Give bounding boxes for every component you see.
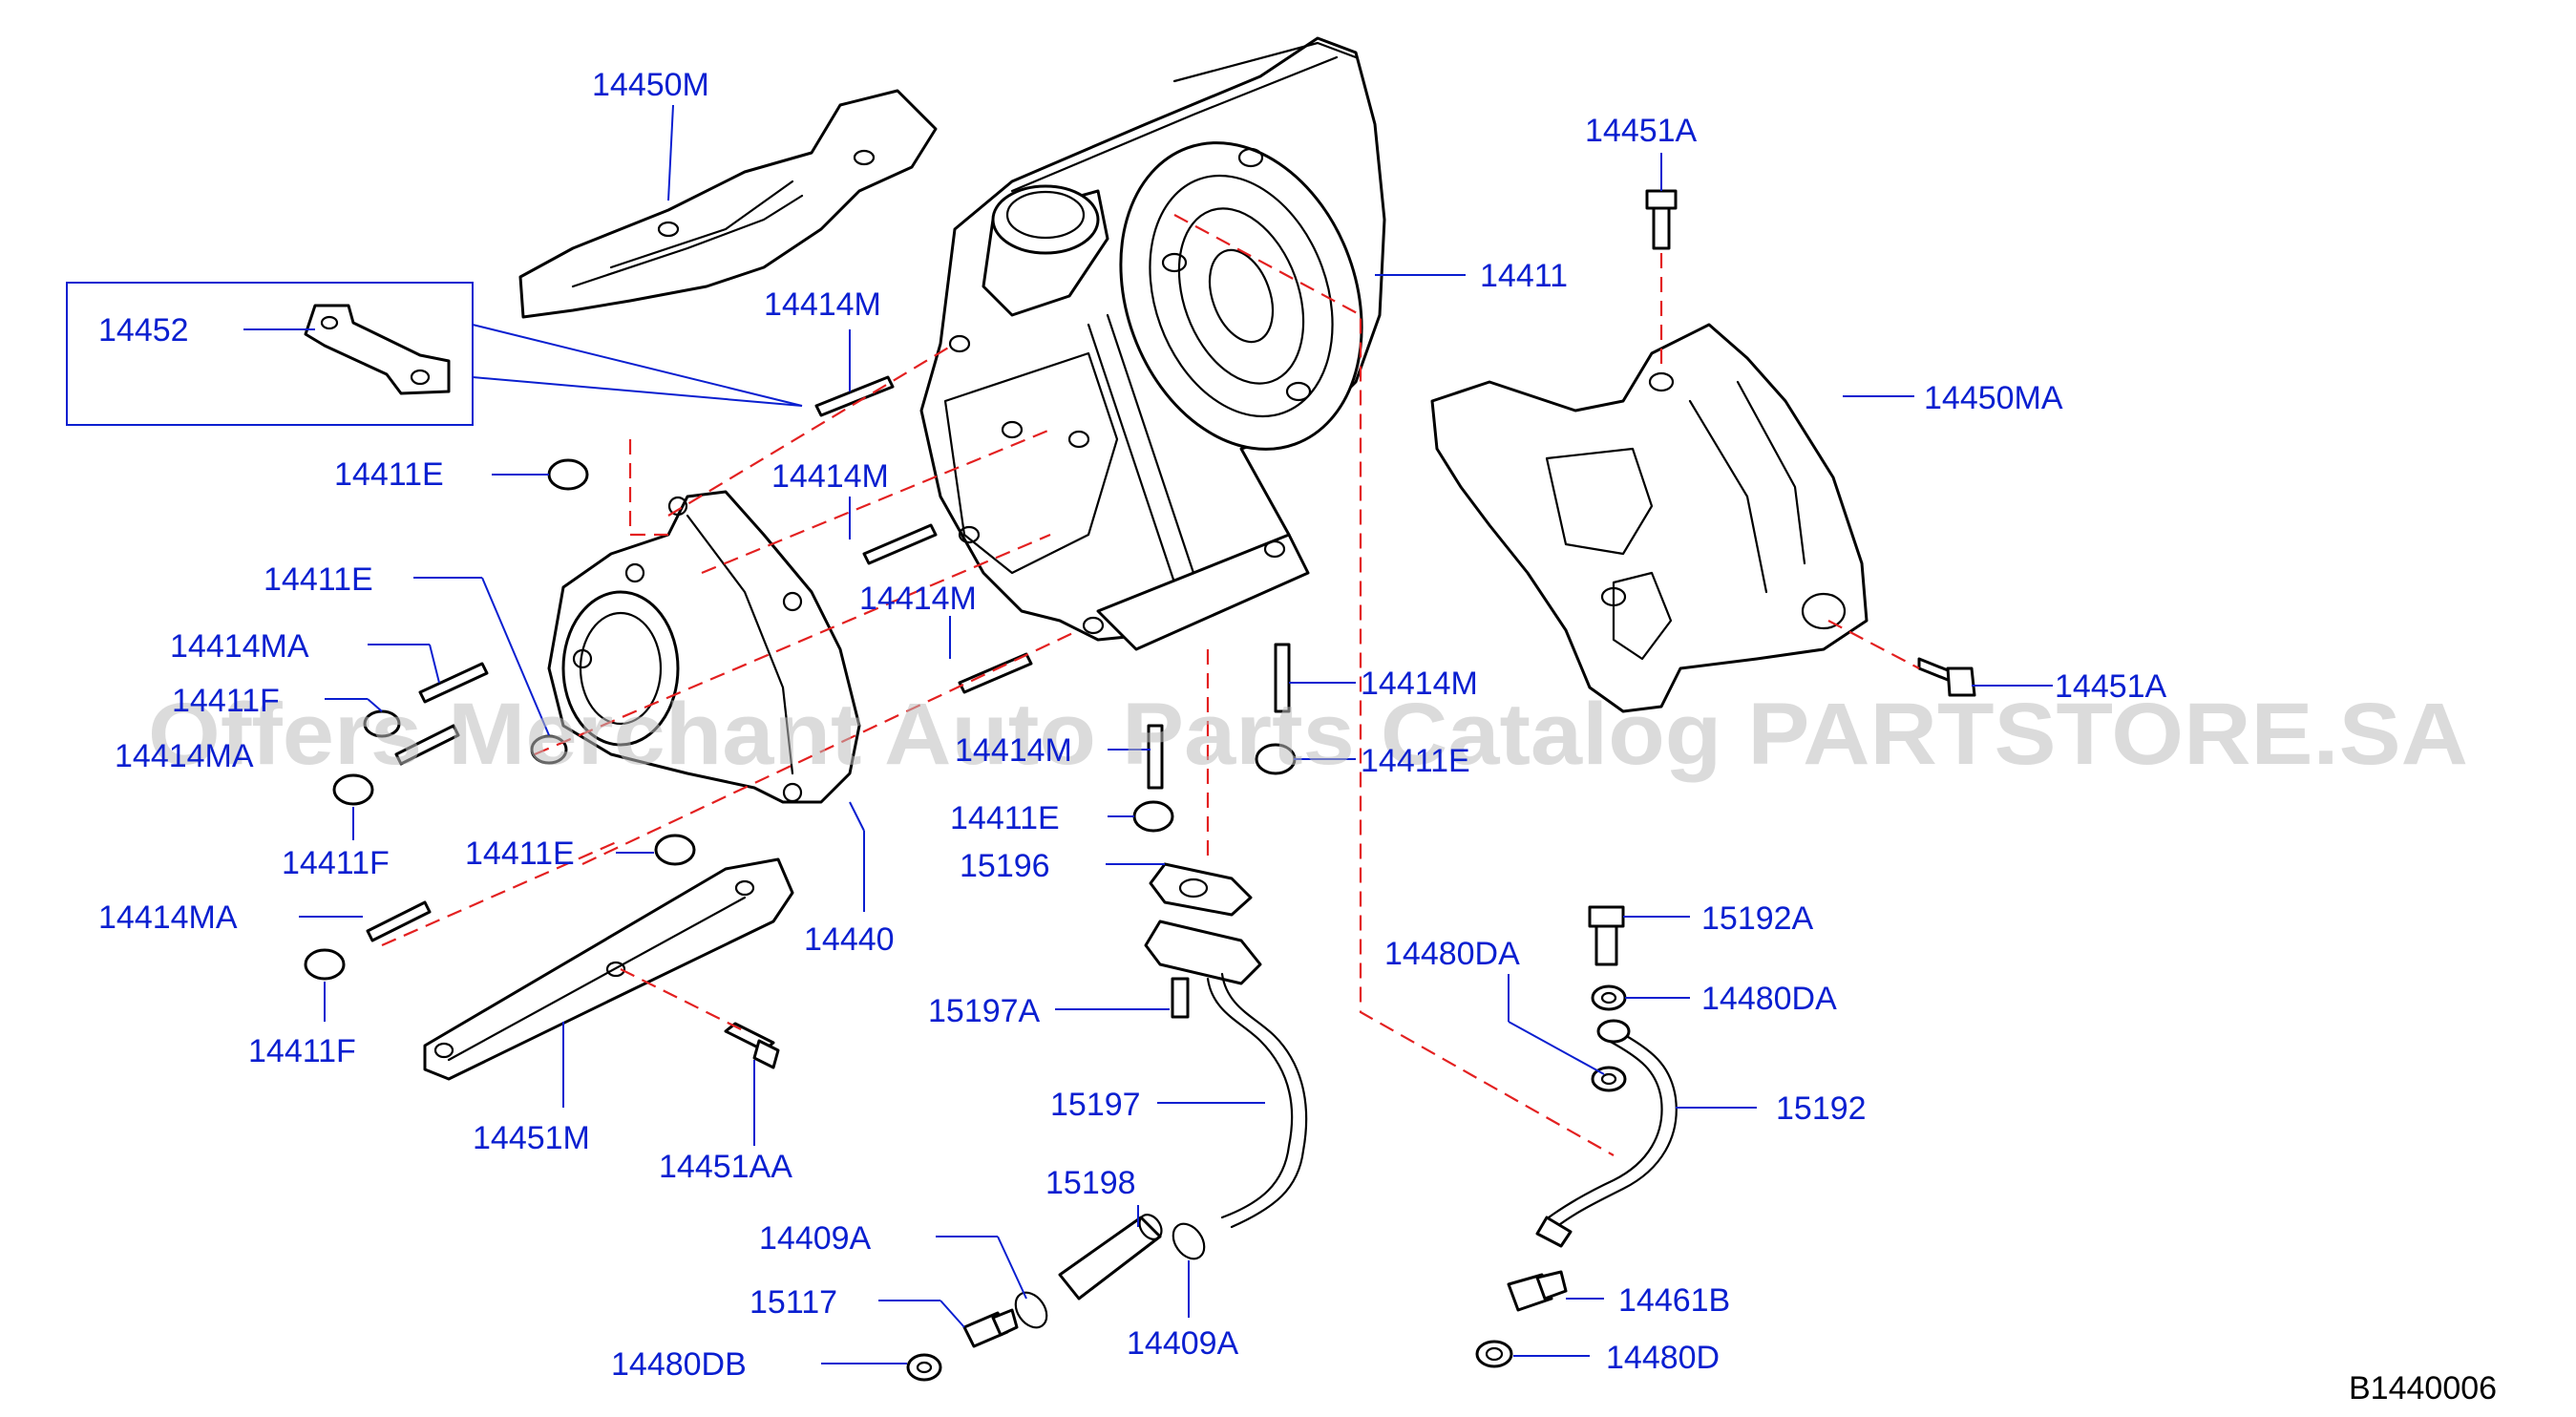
bolt-14451AA	[724, 1022, 780, 1069]
label-14411: 14411	[1480, 258, 1568, 294]
label-14480DA-a: 14480DA	[1384, 936, 1520, 972]
label-14411E-c: 14411E	[465, 835, 575, 872]
stud-14414MA-c	[366, 900, 432, 942]
label-14451M: 14451M	[473, 1120, 590, 1156]
leader-lines	[243, 104, 2053, 1364]
label-14480DA-b: 14480DA	[1701, 981, 1837, 1017]
union-bolt-15192A	[1588, 905, 1625, 966]
bolt-15197A	[1171, 977, 1190, 1019]
label-15197A: 15197A	[928, 993, 1041, 1029]
label-15196: 15196	[960, 848, 1050, 884]
label-14451A-top: 14451A	[1585, 113, 1698, 149]
stud-14414M-b	[862, 523, 938, 565]
stud-14414MA-b	[394, 724, 460, 766]
label-14409A-a: 14409A	[759, 1220, 872, 1257]
washer-14480DB	[906, 1353, 942, 1382]
label-14414M-d: 14414M	[1361, 666, 1478, 702]
label-14414MA-b: 14414MA	[115, 738, 254, 774]
connector-14461B	[1507, 1270, 1568, 1312]
washer-14480D	[1475, 1340, 1513, 1368]
label-14411E-b: 14411E	[264, 561, 373, 598]
label-14414MA-c: 14414MA	[98, 899, 238, 936]
label-14409A-b: 14409A	[1127, 1325, 1239, 1362]
nut-14411F-b	[304, 948, 346, 981]
label-14411E-e: 14411E	[950, 800, 1060, 836]
label-15192: 15192	[1776, 1090, 1867, 1127]
turbocharger-assembly	[919, 36, 1386, 651]
assembly-guide-lines	[381, 214, 1920, 1156]
label-14450MA: 14450MA	[1924, 380, 2063, 416]
nut-14411E-a	[547, 458, 589, 491]
label-15117: 15117	[750, 1284, 837, 1321]
clamp-14409A-b	[1172, 1222, 1206, 1260]
stud-14414M-a	[814, 375, 895, 417]
heat-insulator-side	[1430, 323, 1869, 713]
label-14411F-a: 14411F	[282, 845, 390, 881]
clamp-14409A-a	[1014, 1291, 1048, 1329]
oil-return-tube	[1144, 920, 1308, 1229]
label-14414MA-a: 14414MA	[170, 628, 309, 665]
label-14414M-a: 14414M	[764, 286, 881, 323]
hose-15198	[1058, 1214, 1163, 1301]
heat-insulator-upper	[518, 89, 938, 319]
detail-box-14452	[66, 282, 803, 426]
label-14451A-right: 14451A	[2055, 668, 2167, 705]
stud-14414M-d	[1274, 643, 1291, 713]
label-14411E-d: 14411E	[1361, 743, 1470, 779]
label-14451AA: 14451AA	[659, 1149, 792, 1185]
label-14480D: 14480D	[1606, 1340, 1720, 1376]
nut-14411F-a	[332, 773, 374, 806]
nut-14411E-c	[654, 834, 696, 866]
label-14452: 14452	[98, 312, 189, 349]
label-14411F-top: 14411F	[172, 683, 280, 719]
callout-labels: 14450M 14452 14414M 14411E 14414M 14411E…	[98, 67, 2167, 1383]
oil-feed-tube	[1535, 1019, 1678, 1248]
connector-15117	[962, 1308, 1019, 1348]
label-14411F-b: 14411F	[248, 1033, 356, 1069]
nut-14411E-e	[1132, 800, 1174, 833]
label-14480DB: 14480DB	[611, 1346, 747, 1383]
support-bracket	[423, 857, 794, 1081]
label-15198: 15198	[1045, 1165, 1136, 1201]
washer-14480DA-a	[1591, 984, 1627, 1011]
label-14414M-e: 14414M	[955, 732, 1072, 769]
washer-14480DA-b	[1591, 1066, 1627, 1092]
stud-14414M-c	[958, 652, 1033, 694]
label-15192A: 15192A	[1701, 900, 1814, 937]
label-14440: 14440	[804, 921, 895, 958]
watermark-text: Offers Merchant Auto Parts Catalog PARTS…	[148, 686, 2468, 783]
label-14414M-b: 14414M	[771, 458, 889, 495]
stud-14414M-e	[1147, 724, 1164, 790]
stud-14414MA-a	[418, 662, 489, 704]
diagram-reference-code: B1440006	[2349, 1370, 2497, 1406]
label-14461B: 14461B	[1618, 1282, 1730, 1319]
label-15197: 15197	[1050, 1087, 1141, 1123]
label-14414M-c: 14414M	[859, 581, 977, 617]
label-14411E-a: 14411E	[334, 456, 444, 493]
nut-14411E-b	[530, 734, 568, 765]
label-14450M: 14450M	[592, 67, 709, 103]
bolt-14451A-right	[1917, 657, 1976, 697]
gasket-15196	[1149, 862, 1253, 917]
bolt-14451A-top	[1645, 189, 1678, 250]
